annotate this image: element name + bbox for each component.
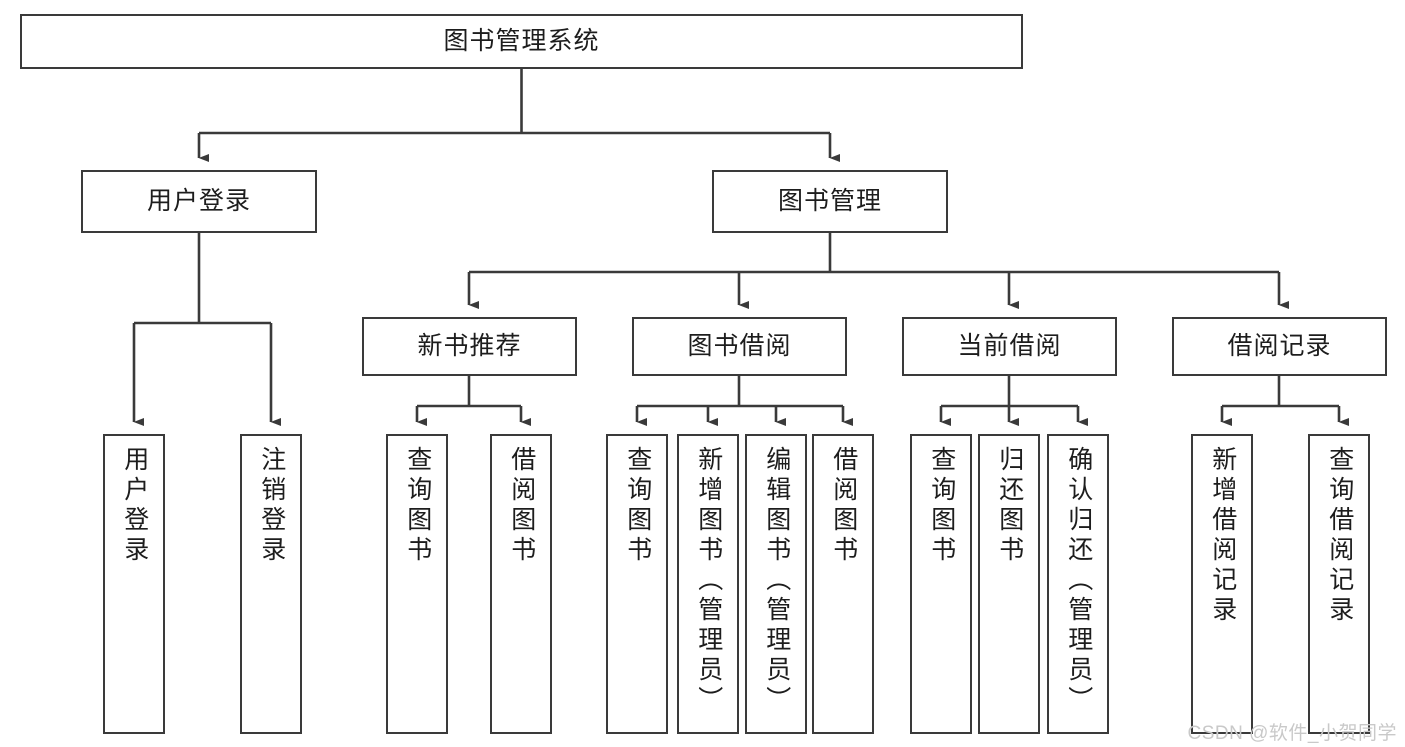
node-leaf-query-borrow-record[interactable]: 查询借阅记录 xyxy=(1308,434,1370,734)
node-borrow-record[interactable]: 借阅记录 xyxy=(1172,317,1387,376)
node-leaf-borrow-book-1[interactable]: 借阅图书 xyxy=(490,434,552,734)
node-current-borrow-label: 当前借阅 xyxy=(957,332,1062,360)
node-leaf-add-borrow-record[interactable]: 新增借阅记录 xyxy=(1191,434,1253,734)
node-user-login[interactable]: 用户登录 xyxy=(81,170,317,233)
node-user-login-label: 用户登录 xyxy=(146,187,251,215)
node-leaf-query-book-2[interactable]: 查询图书 xyxy=(606,434,668,734)
node-leaf-return-book[interactable]: 归还图书 xyxy=(978,434,1040,734)
csdn-watermark: CSDN @软件_小贺同学 xyxy=(1187,723,1397,744)
node-leaf-edit-book[interactable]: 编辑图书（管理员） xyxy=(745,434,807,734)
node-leaf-query-book-1[interactable]: 查询图书 xyxy=(386,434,448,734)
node-leaf-borrow-book-1-label: 借阅图书 xyxy=(507,446,536,566)
node-leaf-borrow-book-2-label: 借阅图书 xyxy=(829,446,858,566)
node-book-management[interactable]: 图书管理 xyxy=(712,170,948,233)
node-leaf-confirm-return-label: 确认归还（管理员） xyxy=(1064,446,1093,716)
node-leaf-query-book-1-label: 查询图书 xyxy=(403,446,432,566)
node-borrow-record-label: 借阅记录 xyxy=(1227,332,1332,360)
node-current-borrow[interactable]: 当前借阅 xyxy=(902,317,1117,376)
node-leaf-add-book-label: 新增图书（管理员） xyxy=(694,446,723,716)
node-leaf-query-borrow-record-label: 查询借阅记录 xyxy=(1325,446,1354,626)
node-leaf-query-book-3-label: 查询图书 xyxy=(927,446,956,566)
node-book-management-label: 图书管理 xyxy=(777,187,882,215)
node-leaf-user-login-label: 用户登录 xyxy=(120,446,149,566)
node-leaf-query-book-3[interactable]: 查询图书 xyxy=(910,434,972,734)
node-new-book-recommend-label: 新书推荐 xyxy=(417,332,522,360)
node-leaf-logout-login-label: 注销登录 xyxy=(257,446,286,566)
node-leaf-add-book[interactable]: 新增图书（管理员） xyxy=(677,434,739,734)
node-leaf-return-book-label: 归还图书 xyxy=(995,446,1024,566)
node-new-book-recommend[interactable]: 新书推荐 xyxy=(362,317,577,376)
node-leaf-confirm-return[interactable]: 确认归还（管理员） xyxy=(1047,434,1109,734)
node-book-borrow[interactable]: 图书借阅 xyxy=(632,317,847,376)
node-leaf-edit-book-label: 编辑图书（管理员） xyxy=(762,446,791,716)
node-leaf-logout-login[interactable]: 注销登录 xyxy=(240,434,302,734)
node-root-label: 图书管理系统 xyxy=(443,27,600,55)
node-leaf-borrow-book-2[interactable]: 借阅图书 xyxy=(812,434,874,734)
node-leaf-user-login[interactable]: 用户登录 xyxy=(103,434,165,734)
node-leaf-add-borrow-record-label: 新增借阅记录 xyxy=(1208,446,1237,626)
node-root-book-management-system[interactable]: 图书管理系统 xyxy=(20,14,1023,69)
node-book-borrow-label: 图书借阅 xyxy=(687,332,792,360)
node-leaf-query-book-2-label: 查询图书 xyxy=(623,446,652,566)
